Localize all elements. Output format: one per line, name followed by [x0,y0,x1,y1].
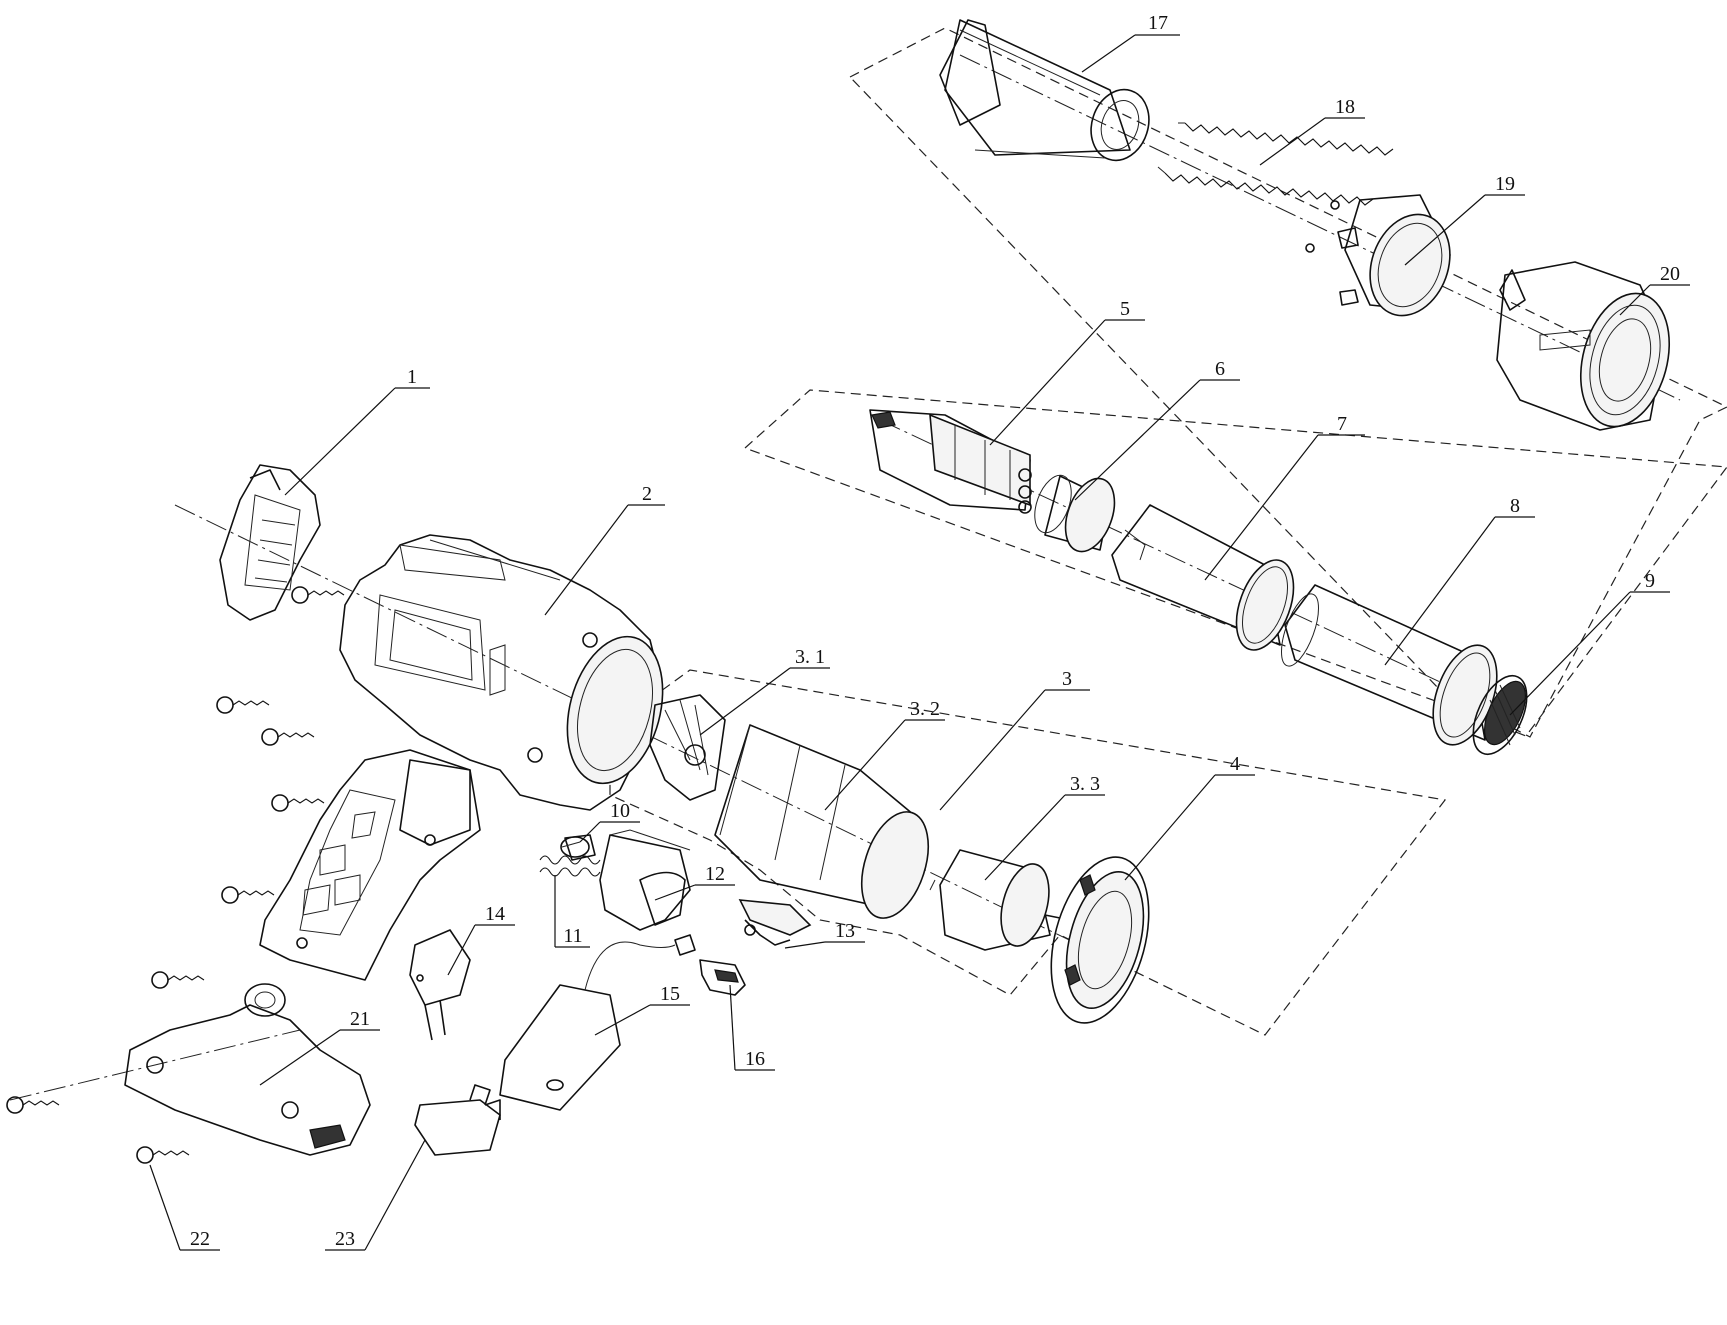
motor-group-frame [609,669,1447,1036]
part-18-heating-springs [1157,122,1394,253]
part-3-1-fan [649,694,726,801]
callout-13: 13 [835,920,855,942]
callout-3: 3 [1062,668,1072,690]
callout-labels: 17 18 19 20 5 6 7 8 9 1 2 3. 1 3. 2 3 3.… [190,12,1680,1250]
callout-19: 19 [1495,173,1515,195]
callout-10: 10 [610,800,630,822]
part-15-pcb [499,934,696,1111]
callout-7: 7 [1337,413,1347,435]
callout-5: 5 [1120,298,1130,320]
leader-lines [149,34,1690,1251]
part-3-3-motor [929,849,1061,951]
part-21-stand [124,983,371,1156]
callout-2: 2 [642,483,652,505]
part-10-knob [560,834,596,861]
part-12-trigger [599,829,691,931]
screw [261,728,315,746]
part-4-front-ring [1050,856,1150,1024]
callout-14: 14 [485,903,505,925]
callout-21: 21 [350,1008,370,1030]
part-23-plug-socket [414,1084,501,1156]
screw [291,586,345,604]
part-16-clip [699,959,746,996]
callout-18: 18 [1335,96,1355,118]
screws [6,586,345,1164]
callout-15: 15 [660,983,680,1005]
callout-4: 4 [1230,753,1240,775]
callout-12: 12 [705,863,725,885]
callout-16: 16 [745,1048,765,1070]
element-group-frame [743,389,1727,737]
handle-axis [9,1029,301,1101]
callout-9: 9 [1645,570,1655,592]
callout-23: 23 [335,1228,355,1250]
handle-grip [259,749,481,981]
part-11-spring [539,855,601,877]
callout-3-3: 3. 3 [1070,773,1100,795]
screw [221,886,275,904]
callout-17: 17 [1148,12,1168,34]
screw [216,696,270,714]
part-6-short-sleeve [1034,474,1116,553]
part-9-mesh-screen [1472,675,1528,755]
screw [6,1096,60,1114]
main-axis [174,504,1101,956]
callout-8: 8 [1510,495,1520,517]
part-13-latch [738,899,812,946]
part-1-rear-cover [219,464,321,621]
part-17-heater-tube [939,19,1150,162]
part-5-terminal-block [869,409,1032,514]
part-7-mica-tube [1111,504,1295,651]
part-2-main-housing [339,534,664,811]
callout-6: 6 [1215,358,1225,380]
part-14-switch [409,929,471,1041]
part-19-ring-holder [1337,194,1451,317]
upper-axis [959,54,1681,401]
part-8-outer-tube [1281,584,1498,746]
callout-1: 1 [407,366,417,388]
part-20-nozzle-cover [1496,261,1671,431]
callout-22: 22 [190,1228,210,1250]
screw [271,794,325,812]
screw [151,971,205,989]
callout-3-2: 3. 2 [910,698,940,720]
callout-11: 11 [563,925,582,947]
callout-20: 20 [1660,263,1680,285]
callout-3-1: 3. 1 [795,646,825,668]
part-3-2-motor-housing [714,724,930,919]
screw [136,1146,190,1164]
